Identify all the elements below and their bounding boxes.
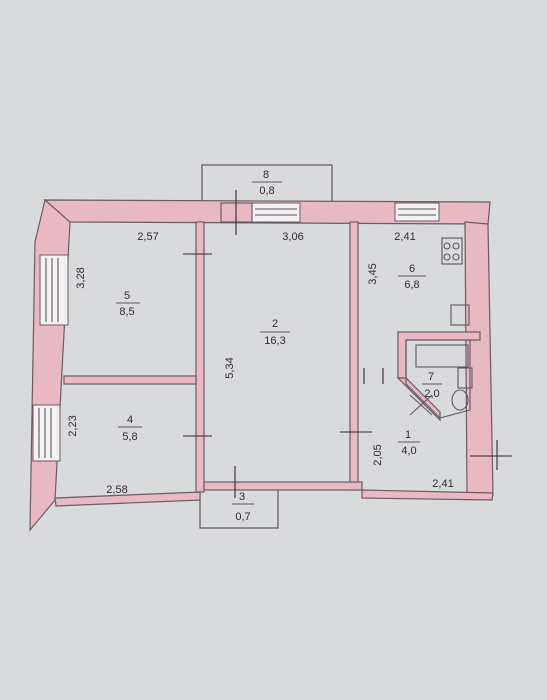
room-label-8: 8 0,8	[252, 169, 282, 197]
dim-room4-height: 2,23	[67, 415, 79, 436]
dim-room2-width: 3,06	[282, 231, 303, 243]
room-area: 0,7	[235, 511, 250, 523]
dim-room4-width: 2,58	[106, 484, 127, 496]
room-number: 4	[127, 414, 133, 426]
room-label-1: 1 4,0	[398, 429, 420, 457]
room-area: 2,0	[424, 388, 439, 400]
room-label-2: 2 16,3	[260, 318, 290, 347]
room-area: 4,0	[401, 445, 416, 457]
door-marks	[183, 253, 512, 498]
dim-room1-width: 2,41	[432, 478, 453, 490]
dimension-labels: 2,57 3,06 2,41 2,58 2,41 3,28 2,23 5,34 …	[67, 231, 454, 496]
room-number: 5	[124, 290, 130, 302]
windows	[32, 202, 440, 462]
room-label-7: 7 2,0	[422, 371, 442, 400]
room-number: 6	[409, 263, 415, 275]
room-area: 16,3	[264, 335, 285, 347]
room-number: 2	[272, 318, 278, 330]
room-label-3: 3 0,7	[232, 491, 254, 523]
room-label-4: 4 5,8	[118, 414, 142, 443]
room-number: 3	[239, 491, 245, 503]
dim-room6-width: 2,41	[394, 231, 415, 243]
room-area: 6,8	[404, 279, 419, 291]
interior-walls	[63, 190, 481, 493]
room-label-5: 5 8,5	[116, 290, 140, 318]
room-area: 0,8	[259, 185, 274, 197]
room-number: 7	[428, 371, 434, 383]
room-area: 5,8	[122, 431, 137, 443]
dim-room6-height: 3,45	[367, 263, 379, 284]
room-area: 8,5	[119, 306, 134, 318]
dim-room2-height: 5,34	[224, 357, 236, 378]
room-number: 8	[263, 169, 269, 181]
outer-walls	[29, 198, 494, 532]
dim-room5-width: 2,57	[137, 231, 158, 243]
dim-room5-height: 3,28	[75, 267, 87, 288]
room-label-6: 6 6,8	[398, 263, 426, 291]
room-number: 1	[405, 429, 411, 441]
dim-room1-height: 2,05	[372, 444, 384, 465]
